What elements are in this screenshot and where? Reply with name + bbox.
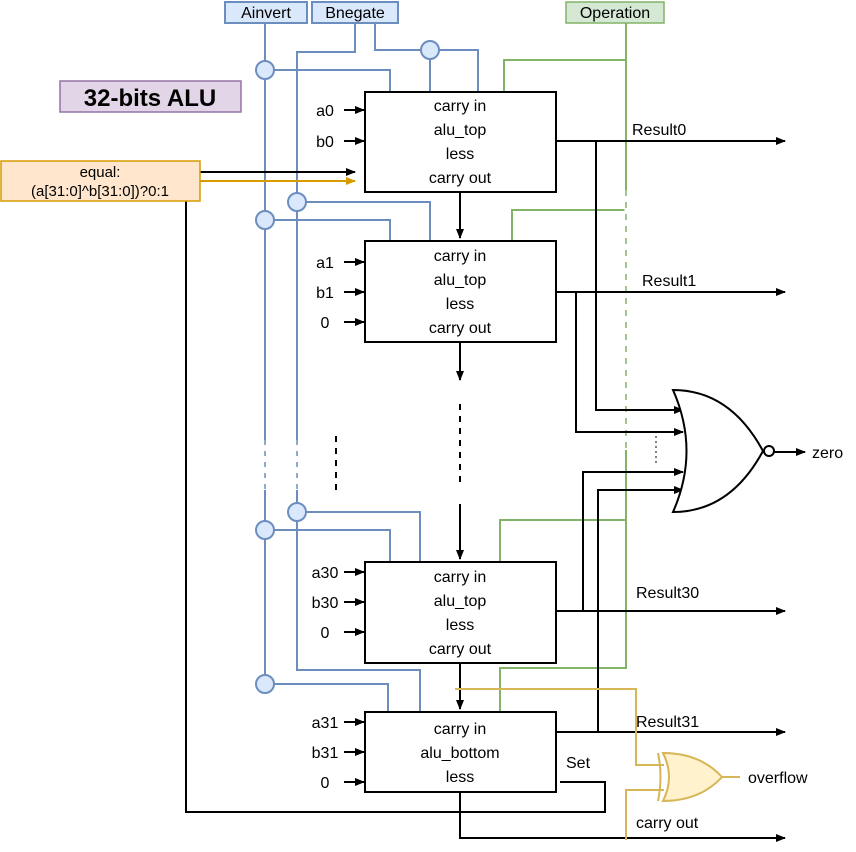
nor-inverter-bubble [763, 445, 775, 457]
block1-carry-in: carry in [434, 248, 486, 265]
overflow-label: overflow [748, 770, 808, 787]
result30-label: Result30 [636, 585, 699, 602]
bnegate-junction-30 [287, 502, 307, 522]
junction-bubbles [255, 40, 440, 694]
bnegate-junction-1 [287, 192, 307, 212]
alu-block-31: carry in alu_bottom less [364, 711, 557, 793]
input-labels: a0 b0 a1 b1 0 a30 b30 0 a31 b31 0 [312, 103, 339, 792]
alu-block-30: carry in alu_top less carry out [364, 561, 557, 664]
input-a1: a1 [316, 255, 334, 272]
control-dashed-gap [264, 440, 298, 490]
ainvert-junction-0 [255, 60, 275, 80]
ainvert-junction-1 [255, 210, 275, 230]
title-box: 32-bits ALU [59, 80, 242, 113]
input-less-30: 0 [321, 625, 330, 642]
carry-out-label: carry out [636, 815, 699, 832]
input-less-1: 0 [321, 315, 330, 332]
operation-box [565, 1, 665, 24]
ainvert-junction-30 [255, 520, 275, 540]
equal-expression: (a[31:0]^b[31:0])?0:1 [31, 183, 169, 200]
equal-label: equal: [80, 164, 121, 181]
equal-box: equal: (a[31:0]^b[31:0])?0:1 [0, 160, 201, 202]
ellipsis-dashes [335, 404, 461, 492]
block1-name: alu_top [434, 272, 487, 289]
xor-gate [657, 751, 724, 803]
input-a0: a0 [316, 103, 334, 120]
block30-carry-in: carry in [434, 569, 486, 586]
alu-block-1: carry in alu_top less carry out [364, 240, 557, 343]
output-labels: Result0 Result1 Result30 Result31 Set ze… [566, 122, 843, 832]
bnegate-junction-0 [420, 40, 440, 60]
block30-name: alu_top [434, 593, 487, 610]
input-a31: a31 [312, 715, 339, 732]
block0-less: less [446, 146, 474, 163]
input-b31: b31 [312, 745, 339, 762]
result31-label: Result31 [636, 714, 699, 731]
data-wires [185, 106, 806, 842]
block30-less: less [446, 617, 474, 634]
block1-carry-out: carry out [429, 320, 492, 337]
input-less-31: 0 [321, 775, 330, 792]
overflow-wires [455, 688, 740, 840]
input-b30: b30 [312, 595, 339, 612]
control-labels: Ainvert Bnegate Operation [224, 1, 665, 24]
ainvert-box [224, 1, 308, 24]
block0-carry-in: carry in [434, 98, 486, 115]
block31-carry-in: carry in [434, 721, 486, 738]
bnegate-box [311, 1, 399, 24]
input-b1: b1 [316, 285, 334, 302]
ainvert-junction-31 [255, 674, 275, 694]
block31-name: alu_bottom [420, 745, 499, 762]
block30-carry-out: carry out [429, 641, 492, 658]
input-b0: b0 [316, 134, 334, 151]
ainvert-bnegate-wires [264, 22, 479, 712]
set-label: Set [566, 755, 591, 772]
result0-label: Result0 [632, 122, 686, 139]
block1-less: less [446, 296, 474, 313]
ainvert-label: Ainvert [241, 5, 291, 22]
nor-gate [671, 388, 775, 514]
alu-block-0: carry in alu_top less carry out [364, 91, 557, 193]
block31-less: less [446, 769, 474, 786]
zero-label: zero [812, 445, 843, 462]
input-a30: a30 [312, 565, 339, 582]
operation-label: Operation [580, 5, 650, 22]
bnegate-label: Bnegate [325, 5, 385, 22]
block0-name: alu_top [434, 122, 487, 139]
result1-label: Result1 [642, 273, 696, 290]
diagram-title: 32-bits ALU [84, 85, 216, 112]
block0-carry-out: carry out [429, 170, 492, 187]
